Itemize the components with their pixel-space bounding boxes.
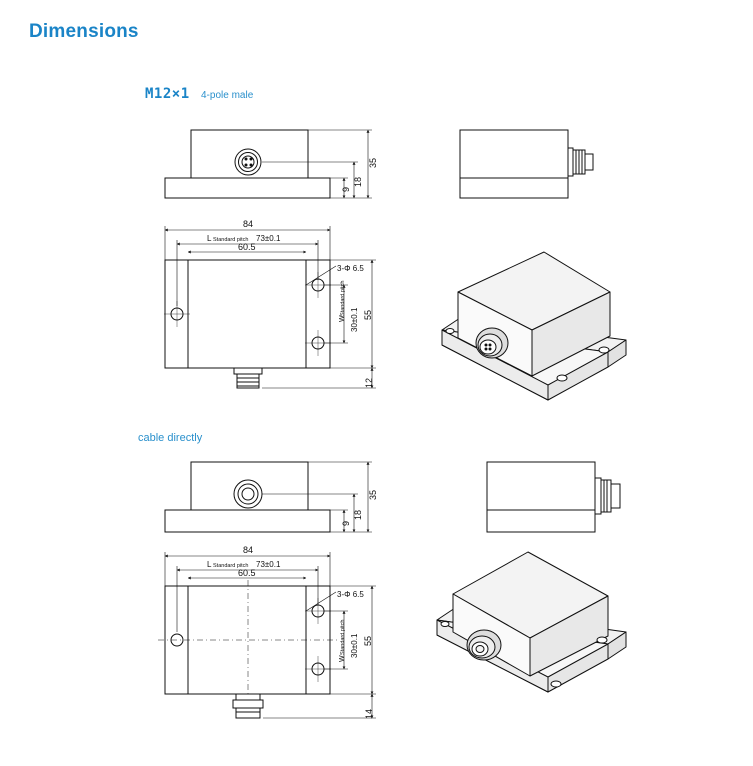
iso-view-cable (436, 551, 627, 693)
dim-connector-length-12: 12 (364, 378, 374, 388)
top-view-cable (158, 552, 376, 719)
dim-pitch-w-value-cable: 30±0.1 (350, 633, 359, 658)
dim-overall-width-84-cable: 84 (243, 545, 253, 555)
front-view-cable (164, 461, 372, 533)
iso-view-m12 (441, 251, 627, 401)
cable-gland-icon (466, 629, 502, 661)
top-view-m12 (164, 226, 376, 389)
dim-holes-6-5-cable: 3-Φ 6.5 (337, 590, 364, 599)
dim-depth-55: 55 (363, 310, 373, 320)
dim-body-width-60-5-cable: 60.5 (238, 568, 256, 578)
m12-connector-face-icon (234, 148, 262, 176)
side-view-m12 (459, 129, 594, 199)
m12-connector-icon (475, 327, 509, 359)
front-view-m12 (164, 129, 372, 199)
page-title: Dimensions (29, 21, 139, 42)
dim-connector-length-14: 14 (364, 709, 374, 719)
dim-holes-6-5: 3-Φ 6.5 (337, 264, 364, 273)
dim-overall-width-84: 84 (243, 219, 253, 229)
dim-base-9: 9 (341, 187, 351, 192)
dim-pitch-w-value: 30±0.1 (350, 307, 359, 332)
dim-connector-18: 18 (353, 177, 363, 187)
dim-body-width-60-5: 60.5 (238, 242, 256, 252)
dim-pitch-l-value: 73±0.1 (256, 234, 281, 243)
dim-base-9-cable: 9 (341, 521, 351, 526)
dim-pitch-l-value-cable: 73±0.1 (256, 560, 281, 569)
dim-pitch-l-prefix-cable: L (207, 560, 212, 569)
dim-pitch-l-prefix: L (207, 234, 212, 243)
variant-label-cable: cable directly (138, 432, 203, 444)
variant-label-m12: M12×1 (145, 86, 190, 102)
dim-height-35: 35 (368, 158, 378, 168)
dim-depth-55-cable: 55 (363, 636, 373, 646)
dim-pitch-w-small: Standard pitch (340, 281, 346, 316)
side-view-cable (486, 461, 621, 533)
dim-pitch-w-small-cable: Standard pitch (340, 620, 346, 655)
dim-connector-18-cable: 18 (353, 510, 363, 520)
dim-pitch-w-prefix-cable: W (339, 655, 346, 662)
dim-pitch-l-small: Standard pitch (213, 237, 248, 243)
variant-sublabel-m12: 4-pole male (201, 90, 254, 101)
dim-height-35-cable: 35 (368, 490, 378, 500)
dim-pitch-l-small-cable: Standard pitch (213, 563, 248, 569)
dim-pitch-w-prefix: W (339, 315, 346, 322)
